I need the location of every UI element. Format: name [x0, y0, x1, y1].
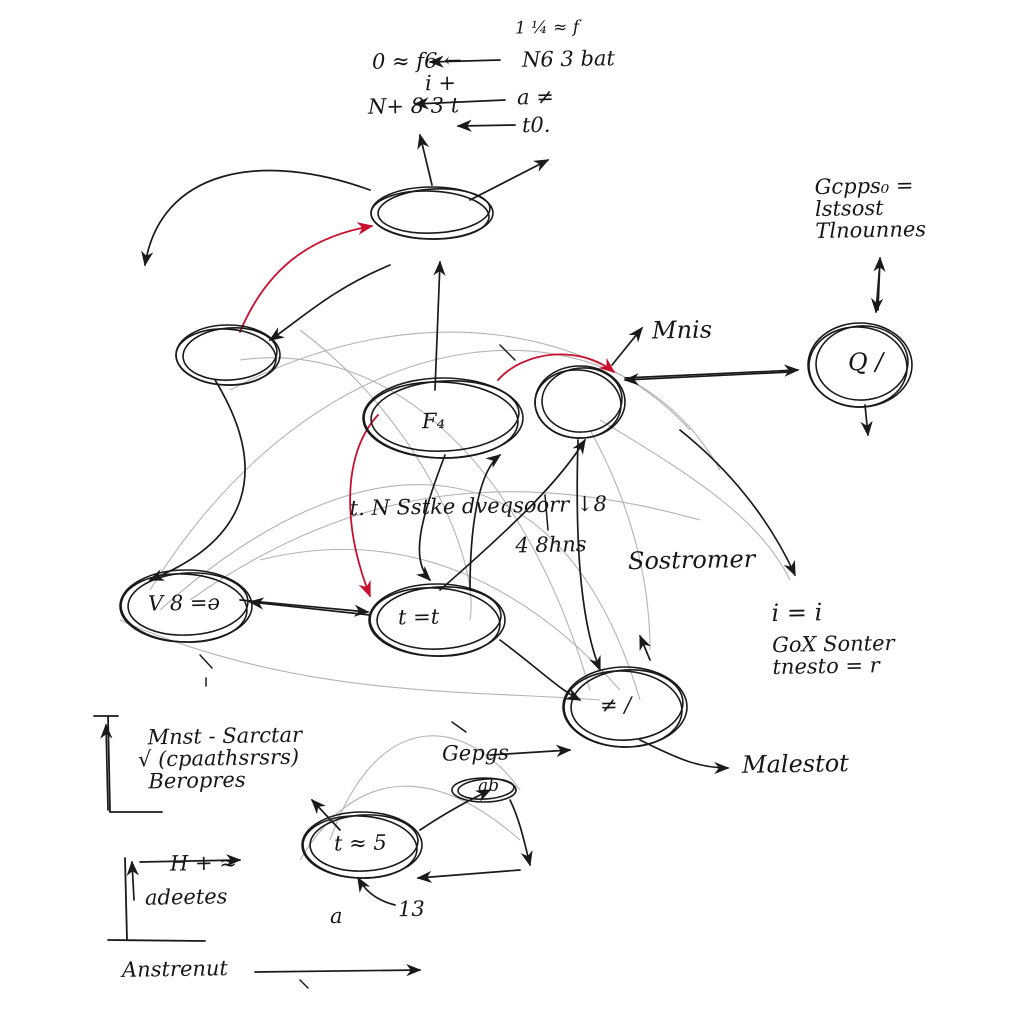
a-label: a	[329, 903, 343, 929]
arrow-top-loop	[141, 169, 371, 267]
arrow-adeeres-up	[126, 860, 139, 901]
adeeres-label: adeetes	[144, 884, 228, 910]
arrow-top-right-up	[469, 159, 550, 201]
red-arrow-to-right-node	[497, 353, 616, 381]
arrow-top-notes-1	[428, 55, 501, 68]
top-note-line4-left: N+ 8 3 t	[367, 93, 460, 119]
top-note-line2-right: N6 3 bat	[521, 46, 616, 72]
arrow-center-down	[415, 454, 446, 582]
sostromer-label: Sostromer	[627, 544, 756, 576]
arrow-bracket-up	[100, 723, 113, 811]
arrow-gepgs	[489, 744, 572, 757]
mid-caption: t. N Sstke dveqsoorr ↓8 4 8hns	[349, 491, 608, 560]
arrow-to-left-node	[268, 264, 391, 341]
mid-node-label: t =t	[397, 604, 440, 630]
node-left[interactable]	[175, 324, 281, 388]
arrow-into-bottom-node	[416, 869, 521, 884]
gepgs-label: Gepgs	[441, 740, 510, 766]
tick-marks	[199, 344, 549, 989]
node-q[interactable]	[807, 322, 913, 410]
node-center[interactable]	[362, 377, 524, 460]
node-small[interactable]	[451, 777, 517, 803]
arrow-mid-left	[248, 597, 371, 616]
arrow-left-to-mid	[239, 599, 370, 617]
arrow-mid-node-to-center	[469, 454, 502, 591]
node-left-lower[interactable]	[119, 569, 253, 645]
top-note-line2-left: 0 ≈ f6 ←	[371, 48, 462, 74]
h-note: H + ≈	[169, 850, 238, 876]
left-node-label: V 8 =ə	[147, 590, 221, 616]
right-notes: i = i GoX Sonter tnesto = r	[771, 598, 895, 680]
mnis-label: Mnis	[651, 315, 713, 345]
arrow-to-bottom-right	[509, 799, 533, 867]
right-notes-line3: tnesto = r	[772, 653, 880, 680]
arrow-q-up-rev	[870, 261, 884, 314]
top-right-note: Gcpps₀ = lstsost Tlnounnes	[814, 173, 927, 244]
top-right-note-line3: Tlnounnes	[815, 217, 927, 244]
anstrenut-label: Anstrenut	[121, 956, 229, 982]
malestot-label: Malestot	[741, 749, 850, 779]
arrow-right-node-down	[576, 439, 601, 672]
node-top[interactable]	[370, 186, 494, 241]
node-bottom[interactable]	[301, 811, 423, 881]
arrow-top-up	[417, 133, 433, 186]
mid-caption-line2: 4 8hns	[515, 532, 587, 558]
arrow-lr-up	[639, 634, 651, 661]
faint-background-curves	[119, 329, 791, 861]
arrow-anstrenut	[254, 964, 422, 977]
arrow-top-notes-2	[413, 97, 506, 110]
top-note-line3-right: a ≠	[516, 84, 555, 110]
arrow-h-note	[139, 854, 242, 867]
top-right-note-line1: Gcpps₀ =	[814, 173, 914, 199]
bottom-left-note-line3: Beropres	[148, 767, 246, 794]
arrow-q-down	[860, 404, 873, 437]
b-label: 13	[397, 896, 425, 922]
arrow-mid-up-right	[439, 438, 586, 591]
arrow-to-mnis	[611, 326, 643, 366]
top-note-line3-left: i +	[424, 70, 457, 96]
arrow-bottom-node-up	[310, 798, 341, 831]
node-q-label: Q /	[847, 347, 884, 377]
node-lower-right[interactable]	[562, 666, 688, 750]
arrow-right-node-to-q	[624, 364, 800, 379]
bottom-node-label: t ≈ 5	[333, 830, 387, 856]
center-node-label: F₄	[421, 408, 446, 434]
connector-arrows	[100, 55, 886, 977]
bottom-left-note: Mnst - Sarctar √ (cpaathsrsrs) Beropres	[138, 723, 303, 794]
arrow-b-label	[357, 876, 396, 906]
top-note-line4-right: t0.	[521, 112, 551, 138]
arrow-sostromer	[679, 429, 796, 577]
node-mid[interactable]	[368, 583, 506, 660]
arrow-small-node	[419, 789, 492, 831]
arrow-q-back	[623, 371, 791, 386]
arrow-lr-to-malestot	[639, 739, 730, 775]
red-arrow-left-to-top	[239, 222, 374, 333]
lower-right-node-label: ≠ /	[599, 692, 632, 718]
arrow-left-down	[148, 379, 246, 581]
top-note-line1: 1 ¼ ≈ f	[514, 17, 580, 39]
bottom-left-note-line2: √ (cpaathsrsrs)	[137, 744, 300, 772]
node-right[interactable]	[533, 365, 626, 441]
small-node-label: ab	[477, 775, 500, 797]
bracket-lines	[93, 715, 206, 942]
mid-caption-line1: t. N Sstke dveqsoorr ↓8	[349, 491, 608, 521]
right-notes-line1: i = i	[771, 598, 823, 628]
arrow-top-notes-3	[456, 119, 516, 132]
arrow-center-up	[433, 260, 446, 391]
